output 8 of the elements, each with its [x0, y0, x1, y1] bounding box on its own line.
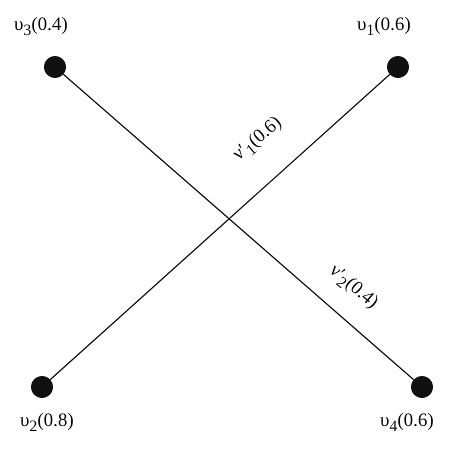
- vertex-label: υ$_{2}$(0.8): [20, 410, 74, 436]
- vertex-label: υ$_{3}$(0.4): [14, 14, 68, 40]
- vertex-label: υ$_{1}$(0.6): [357, 14, 411, 40]
- vertex-dot: [411, 376, 433, 398]
- vertex-dot: [31, 376, 53, 398]
- vertex-label: υ$_{4}$(0.6): [380, 410, 434, 436]
- vertex-dot: [387, 56, 409, 78]
- vertex-dot: [44, 56, 66, 78]
